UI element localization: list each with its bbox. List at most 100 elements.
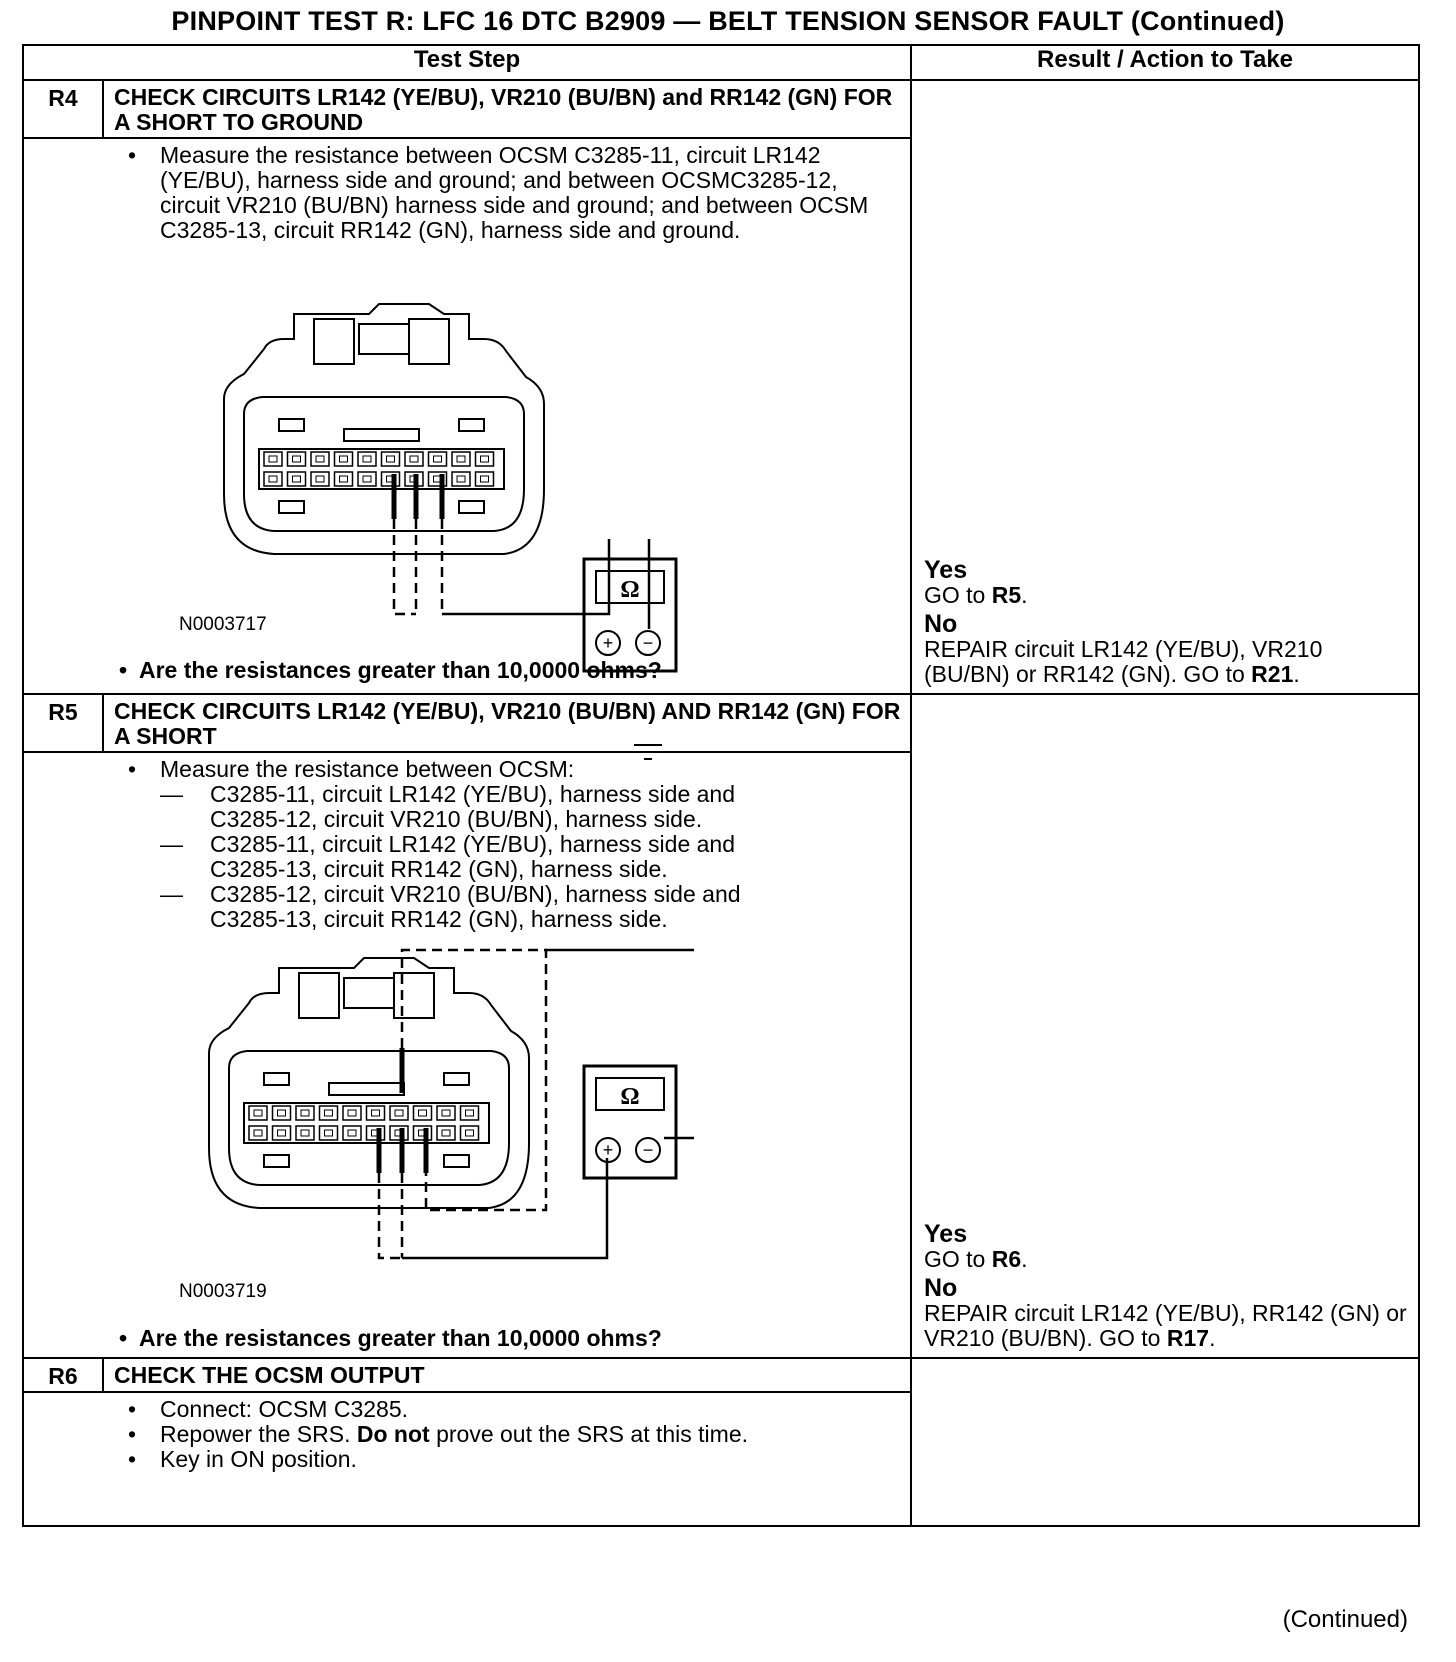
connector-pin-socket: [347, 1129, 357, 1137]
connector-pin-socket: [456, 455, 466, 463]
connector-pin: [459, 1125, 480, 1141]
connector-pin-socket: [418, 1109, 427, 1117]
test-step-header: Test Step: [22, 44, 912, 81]
question: Are the resistances greater than 10,0000…: [119, 1326, 662, 1352]
step-r5-result: Yes GO to R6. No REPAIR circuit LR142 (Y…: [910, 693, 1420, 1359]
connector-pin: [286, 451, 307, 467]
connector-pin: [271, 1105, 292, 1121]
connector-pin: [404, 451, 424, 467]
connector-diagram-r4: [223, 303, 651, 629]
step-r4-title-row: R4 CHECK CIRCUITS LR142 (YE/BU), VR210 (…: [22, 79, 1420, 695]
connector-pin-socket: [324, 1129, 333, 1137]
connector-pin-socket: [268, 475, 278, 483]
goto-link[interactable]: R6: [991, 1246, 1022, 1272]
connector-pin-socket: [441, 1129, 451, 1137]
connector-pin: [436, 1125, 456, 1141]
connector-pin-socket: [456, 475, 466, 483]
page-title: PINPOINT TEST R: LFC 16 DTC B2909 — BELT…: [171, 6, 1285, 36]
connector-pin: [333, 451, 354, 467]
instruction-bullet: Repower the SRS. Do not prove out the SR…: [34, 1422, 900, 1448]
step-title: CHECK THE OCSM OUTPUT: [102, 1357, 912, 1393]
connector-pin: [295, 1125, 315, 1141]
connector-pin-socket: [339, 455, 348, 463]
instruction-bullet: Key in ON position.: [34, 1447, 900, 1473]
instruction-dash: C3285-11, circuit LR142 (YE/BU), harness…: [34, 782, 780, 832]
figure-id: N0003717: [179, 614, 267, 635]
no-label: No: [924, 610, 958, 638]
connector-pin-socket: [315, 475, 325, 483]
connector-pin: [310, 471, 330, 487]
connector-pin: [263, 471, 283, 487]
step-r5-body-row: Measure the resistance between OCSM: C32…: [22, 751, 1419, 1359]
pinpoint-test-table: Test Step Result / Action to Take R4 CHE…: [22, 44, 1420, 1527]
goto-link[interactable]: R17: [1166, 1325, 1210, 1351]
svg-text:−: −: [643, 633, 654, 653]
connector-pin-socket: [292, 475, 301, 483]
connector-pin: [427, 471, 448, 487]
step-r4-result: Yes GO to R5. No REPAIR circuit LR142 (Y…: [910, 79, 1420, 695]
no-label: No: [924, 1274, 958, 1302]
step-r6-title-row: R6 CHECK THE OCSM OUTPUT: [22, 1357, 1420, 1527]
connector-pin: [263, 451, 283, 467]
ohmmeter-r4: Ω + −: [582, 557, 678, 760]
connector-pin: [271, 1125, 292, 1141]
connector-pin-socket: [409, 455, 419, 463]
connector-pins: [263, 451, 495, 487]
connector-pin-socket: [394, 1109, 404, 1117]
connector-pin: [318, 1125, 339, 1141]
instruction-dash: C3285-11, circuit LR142 (YE/BU), harness…: [34, 832, 780, 882]
connector-pin-socket: [371, 1109, 380, 1117]
connector-pin-socket: [465, 1109, 474, 1117]
connector-pin: [474, 451, 495, 467]
connector-pin-socket: [441, 1109, 451, 1117]
connector-pin-socket: [277, 1129, 286, 1137]
connector-pin: [412, 1105, 433, 1121]
step-id: R4: [22, 79, 104, 139]
instruction-dash: C3285-12, circuit VR210 (BU/BN), harness…: [34, 882, 780, 932]
step-r4-body-row: Measure the resistance between OCSM C328…: [22, 137, 1419, 760]
connector-pin: [333, 471, 354, 487]
connector-pin-socket: [386, 455, 395, 463]
no-action: REPAIR circuit LR142 (YE/BU), RR142 (GN)…: [924, 1300, 1407, 1351]
connector-pin: [451, 451, 471, 467]
connector-pin-socket: [300, 1129, 310, 1137]
connector-pin: [365, 1125, 386, 1141]
ohmmeter-r5: Ω + −: [582, 1064, 678, 1180]
connector-pins: [248, 1105, 480, 1141]
connector-pin: [427, 451, 448, 467]
yes-label: Yes: [924, 556, 968, 584]
step-r5-title-row: R5 CHECK CIRCUITS LR142 (YE/BU), VR210 (…: [22, 693, 1420, 1359]
connector-pin-socket: [253, 1109, 263, 1117]
connector-pin: [310, 451, 330, 467]
connector-pin-socket: [480, 475, 489, 483]
connector-pin: [451, 471, 471, 487]
no-action: REPAIR circuit LR142 (YE/BU), VR210 (BU/…: [924, 636, 1323, 687]
connector-pin-socket: [253, 1129, 263, 1137]
yes-label: Yes: [924, 1220, 968, 1248]
connector-pin: [318, 1105, 339, 1121]
goto-link[interactable]: R21: [1251, 661, 1294, 687]
step-r6-body: Connect: OCSM C3285. Repower the SRS. Do…: [22, 1391, 912, 1527]
step-id: R6: [22, 1357, 104, 1393]
step-title: CHECK CIRCUITS LR142 (YE/BU), VR210 (BU/…: [102, 79, 912, 139]
connector-pin-socket: [347, 1109, 357, 1117]
goto-link[interactable]: R5: [991, 582, 1022, 608]
step-r6-result: [910, 1357, 1420, 1527]
question: Are the resistances greater than 10,0000…: [119, 658, 662, 684]
ohm-symbol: Ω: [620, 577, 639, 603]
yes-action: GO to R6.: [924, 1246, 1028, 1272]
connector-pin: [389, 1105, 409, 1121]
connector-pin: [365, 1105, 386, 1121]
connector-pin-socket: [362, 475, 372, 483]
connector-pin-socket: [362, 455, 372, 463]
instruction-bullet: Measure the resistance between OCSM C328…: [34, 143, 900, 243]
step-title: CHECK CIRCUITS LR142 (YE/BU), VR210 (BU/…: [102, 693, 912, 753]
step-r4-body: Measure the resistance between OCSM C328…: [22, 137, 912, 760]
continued-footer: (Continued): [1282, 1606, 1408, 1633]
connector-pin-socket: [292, 455, 301, 463]
connector-pin: [389, 1125, 409, 1141]
connector-pin-socket: [268, 455, 278, 463]
connector-pin: [357, 451, 377, 467]
connector-pin: [459, 1105, 480, 1121]
step-r5-body: Measure the resistance between OCSM: C32…: [22, 751, 912, 1359]
